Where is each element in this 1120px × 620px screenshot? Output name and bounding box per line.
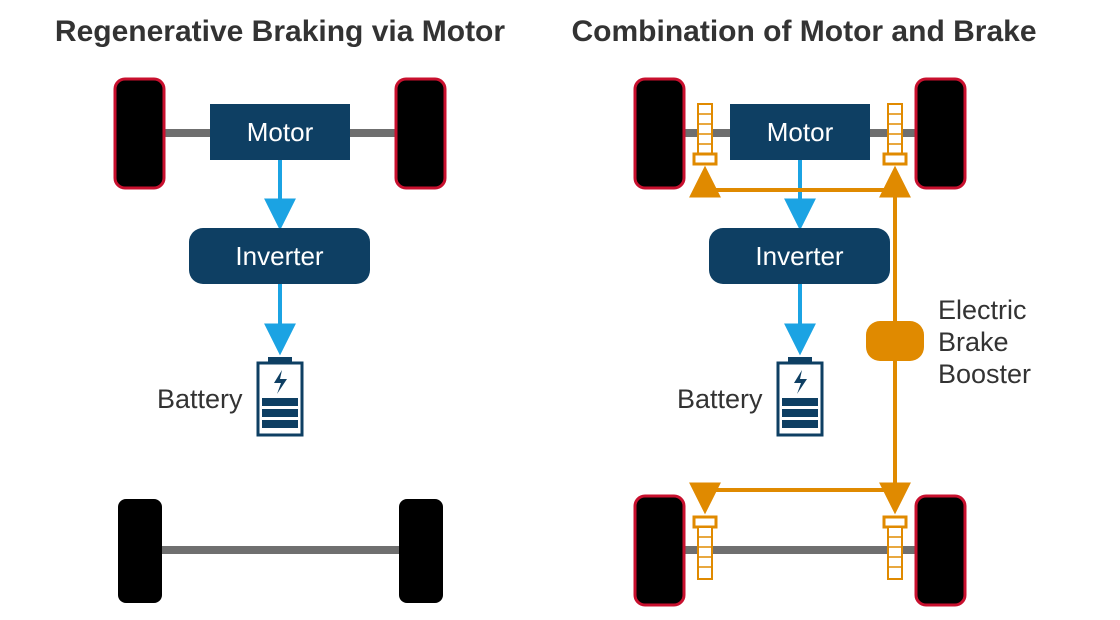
right-rear-right-wheel	[914, 494, 967, 607]
left-rear-axle	[160, 546, 405, 554]
booster-label-line-3: Booster	[938, 359, 1032, 389]
front-left-brake-caliper-icon	[692, 103, 718, 166]
booster-label-line-1: Electric	[938, 295, 1027, 325]
right-diagram	[633, 77, 967, 607]
right-front-left-wheel	[633, 77, 686, 190]
right-motor-box	[730, 104, 870, 160]
booster-label-line-2: Brake	[938, 327, 1009, 357]
left-battery-icon	[256, 357, 304, 437]
rear-left-brake-caliper-icon	[692, 515, 718, 580]
electric-brake-booster-icon	[866, 321, 924, 361]
rear-right-brake-caliper-icon	[882, 515, 908, 580]
left-front-left-wheel	[113, 77, 166, 190]
left-title: Regenerative Braking via Motor	[54, 15, 506, 48]
left-battery-label: Battery	[157, 384, 243, 414]
right-front-right-wheel	[914, 77, 967, 190]
left-rear-left-wheel	[118, 499, 162, 603]
right-rear-axle	[680, 546, 925, 554]
left-motor-box	[210, 104, 350, 160]
right-battery-icon	[776, 357, 824, 437]
right-inverter-box	[709, 228, 890, 284]
right-rear-left-wheel	[633, 494, 686, 607]
left-diagram	[113, 77, 447, 603]
electric-brake-booster-label: Electric Brake Booster	[938, 294, 1098, 390]
left-inverter-box	[189, 228, 370, 284]
right-battery-label: Battery	[677, 384, 763, 414]
left-front-right-wheel	[394, 77, 447, 190]
left-rear-right-wheel	[399, 499, 443, 603]
front-right-brake-caliper-icon	[882, 103, 908, 166]
right-title: Combination of Motor and Brake	[571, 15, 1037, 48]
